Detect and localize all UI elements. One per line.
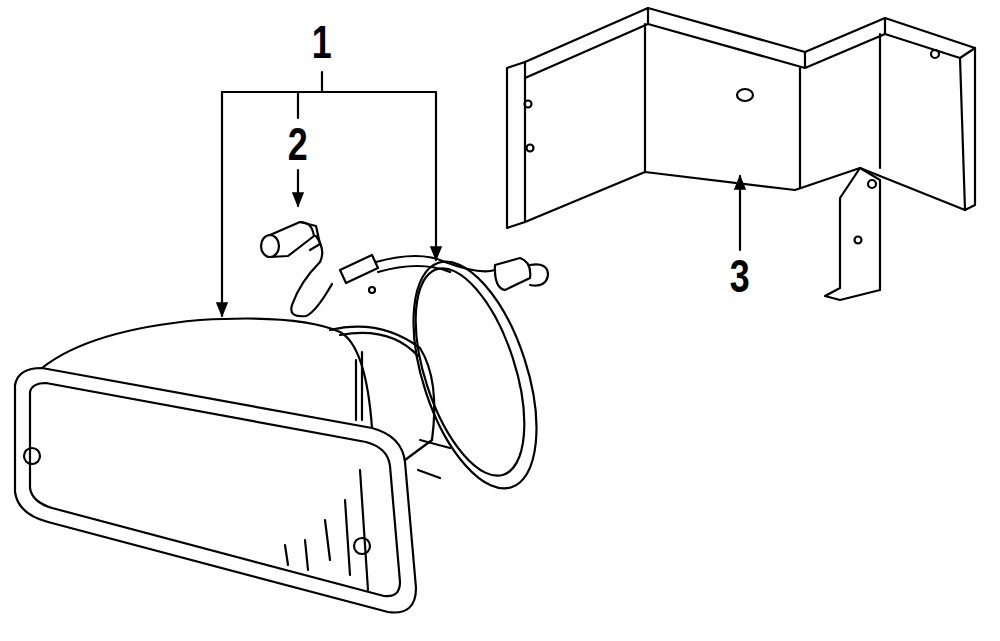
wiring [340,247,561,504]
mounting-bracket [507,8,975,300]
callout-number: 2 [288,121,308,167]
callout-number: 1 [312,19,332,65]
bulb [261,222,332,316]
callout-number: 3 [730,253,750,299]
lamp-assembly [15,319,450,613]
